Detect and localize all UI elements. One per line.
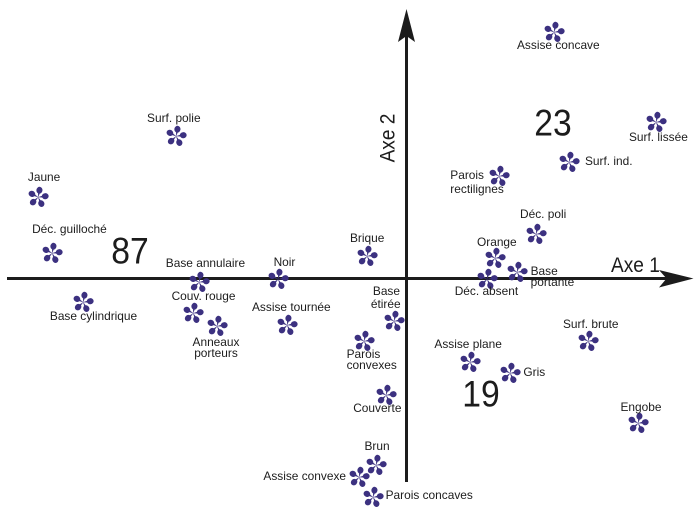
data-point-marker	[165, 125, 187, 147]
data-point-marker	[276, 314, 298, 336]
point-label: Base cylindrique	[49, 308, 138, 323]
point-label: Déc. guilloché	[32, 222, 107, 237]
point-label: Jaune	[27, 170, 61, 185]
point-label: Assise tournée	[252, 300, 331, 315]
data-point-marker	[206, 315, 228, 337]
point-label: Surf. lissée	[629, 130, 688, 145]
point-label: Assise plane	[434, 337, 502, 352]
point-label: convexes	[346, 357, 397, 372]
point-label: Assise convexe	[263, 469, 347, 483]
point-label: Orange	[477, 234, 517, 249]
data-point-marker	[525, 223, 547, 245]
x-axis-label: Axe 1	[611, 254, 660, 277]
cluster-label-23: 23	[534, 102, 572, 144]
data-point-marker	[506, 261, 528, 283]
data-point-marker	[267, 268, 289, 290]
point-label: Brun	[364, 439, 390, 453]
point-label: portante	[530, 274, 575, 289]
point-label: Assise concave	[517, 38, 600, 53]
cluster-label-19: 19	[462, 373, 500, 415]
point-label: Gris	[523, 365, 546, 380]
data-point-marker	[577, 330, 599, 352]
data-point-marker	[362, 486, 384, 508]
point-label: étirée	[370, 297, 401, 312]
point-label: Brique	[350, 231, 385, 246]
point-label: Parois	[346, 346, 381, 361]
point-label: Parois concaves	[385, 487, 473, 502]
data-point-marker	[383, 310, 405, 332]
data-point-marker	[484, 247, 506, 269]
point-label: Parois	[450, 168, 485, 183]
data-point-marker	[356, 245, 378, 267]
data-point-marker	[499, 362, 521, 384]
data-point-marker	[27, 186, 49, 208]
data-point-marker	[459, 351, 481, 373]
data-point-marker	[558, 151, 580, 173]
point-label: Surf. ind.	[585, 153, 633, 168]
point-label: Couverte	[353, 400, 402, 415]
point-label: porteurs	[194, 345, 238, 360]
point-label: Surf. polie	[147, 110, 201, 125]
point-label: Surf. brute	[563, 317, 619, 332]
cluster-label-87: 87	[111, 230, 149, 272]
data-point-marker	[627, 412, 649, 434]
y-axis-label: Axe 2	[376, 113, 400, 163]
x-axis-arrowhead	[659, 270, 694, 288]
y-axis-arrowhead	[398, 9, 415, 42]
point-label: Base annulaire	[165, 256, 246, 271]
point-label: Engobe	[620, 399, 662, 414]
point-label: Anneaux	[192, 335, 240, 349]
point-label: Déc. absent	[454, 284, 519, 299]
point-label: Base	[372, 284, 400, 299]
point-label: Déc. poli	[520, 207, 567, 222]
data-point-marker	[41, 242, 63, 264]
data-point-marker	[182, 302, 204, 324]
point-label: Couv. rouge	[171, 289, 236, 303]
point-label: Noir	[273, 255, 296, 270]
point-label: Base	[530, 263, 558, 278]
point-label: rectilignes	[450, 182, 504, 197]
